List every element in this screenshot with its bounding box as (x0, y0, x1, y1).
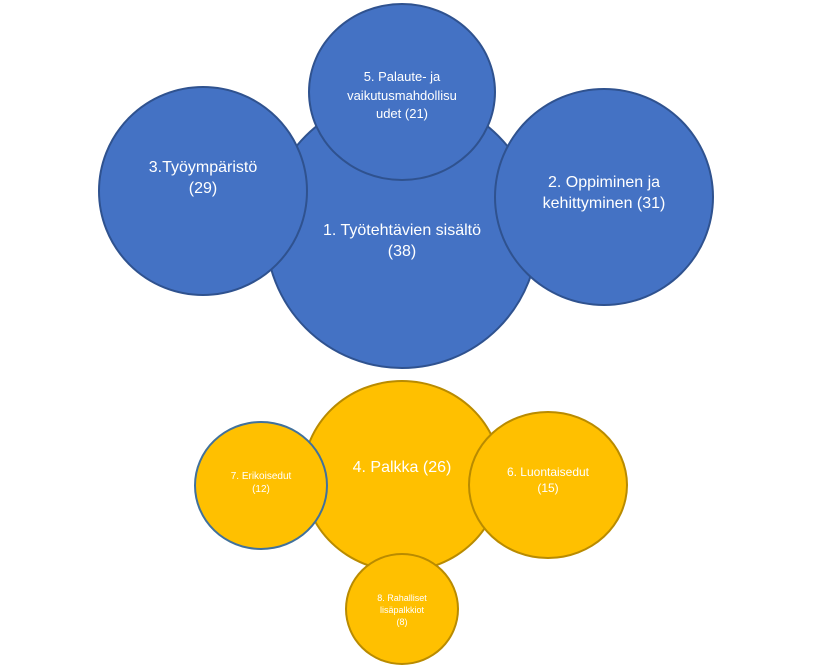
bubble-label-line: 6. Luontaisedut (506, 465, 590, 480)
bubble-label-line: vaikutusmahdollisu (347, 87, 457, 103)
bubble-oppiminen-ja-kehittyminen: 2. Oppiminen ja kehittyminen (31) (494, 88, 714, 306)
bubble-erikoisedut: 7. Erikoisedut (12) (194, 421, 328, 550)
bubble-palaute-ja-vaikutusmahdollisuudet: 5. Palaute- ja vaikutusmahdollisu udet (… (308, 3, 496, 181)
bubble-label-line: kehittyminen (31) (542, 195, 666, 212)
bubble-count: (15) (537, 481, 559, 495)
bubble-count: (29) (188, 180, 218, 197)
bubble-label-line: 3.Työympäristö (148, 159, 258, 177)
bubble-label-line: 1. Työtehtävien sisältö (322, 222, 482, 240)
bubble-label-line: 8. Rahalliset (377, 593, 427, 604)
bubble-label-line: lisäpalkkiot (379, 605, 425, 616)
bubble-count: (8) (396, 616, 408, 627)
bubble-tyoymparisto: 3.Työympäristö (29) (98, 86, 308, 296)
bubble-label-line: udet (21) (375, 106, 429, 122)
bubble-luontaisedut: 6. Luontaisedut (15) (468, 411, 628, 559)
bubble-label-line: 4. Palkka (26) (352, 458, 452, 476)
bubble-count: (12) (252, 483, 270, 495)
bubble-label-line: 5. Palaute- ja (363, 68, 441, 84)
bubble-label-line: 2. Oppiminen ja (547, 174, 661, 192)
bubble-label-line: 7. Erikoisedut (230, 470, 292, 482)
bubble-count: (38) (387, 243, 417, 260)
bubble-rahalliset-lisapalkkiot: 8. Rahalliset lisäpalkkiot (8) (345, 553, 459, 665)
